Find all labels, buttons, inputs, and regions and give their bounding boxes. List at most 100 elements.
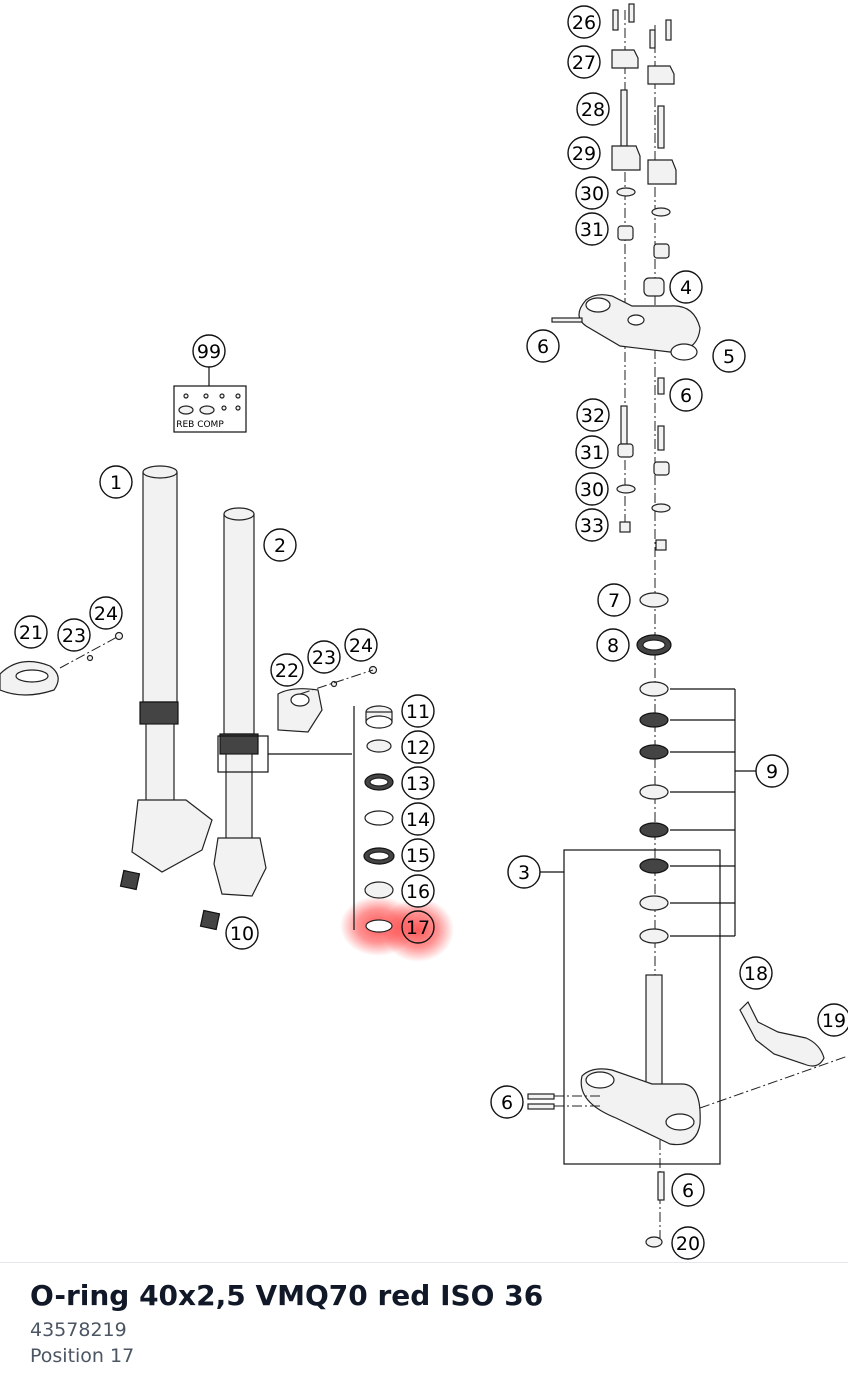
callout-number: 7 [608,590,620,612]
callout-20[interactable]: 20 [671,1226,705,1260]
callout-30[interactable]: 30 [575,472,609,506]
callout-15[interactable]: 15 [401,838,435,872]
callout-24[interactable]: 24 [344,628,378,662]
callout-31[interactable]: 31 [575,212,609,246]
callout-circle [596,628,630,662]
callout-circle [669,270,703,304]
callout-circle [526,329,560,363]
callout-number: 24 [94,603,118,625]
callout-circle [89,596,123,630]
callout-number: 16 [406,881,430,903]
callout-17[interactable]: 17 [401,910,435,944]
callout-circle [14,615,48,649]
callout-circle [401,766,435,800]
callout-23[interactable]: 23 [307,640,341,674]
callout-9[interactable]: 9 [755,754,789,788]
callout-circle [270,653,304,687]
callout-circle [575,508,609,542]
callout-7[interactable]: 7 [597,583,631,617]
callout-number: 2 [274,535,286,557]
selected-part-highlight [340,896,454,962]
callout-16[interactable]: 16 [401,874,435,908]
callout-circle [490,1085,524,1119]
callout-24[interactable]: 24 [89,596,123,630]
callout-number: 6 [680,385,692,407]
callout-circle [401,838,435,872]
callout-number: 30 [580,479,604,501]
callout-11[interactable]: 11 [401,694,435,728]
callout-6[interactable]: 6 [490,1085,524,1119]
callout-22[interactable]: 22 [270,653,304,687]
callout-30[interactable]: 30 [575,176,609,210]
callout-31[interactable]: 31 [575,435,609,469]
callout-circle [401,694,435,728]
callout-6[interactable]: 6 [669,378,703,412]
callout-number: 5 [723,346,735,368]
callout-circle [575,212,609,246]
callout-circle [739,956,773,990]
callout-circle [817,1003,848,1037]
callout-8[interactable]: 8 [596,628,630,662]
callout-1[interactable]: 1 [99,465,133,499]
callout-33[interactable]: 33 [575,508,609,542]
leader-lines-9 [540,688,756,937]
callout-12[interactable]: 12 [401,730,435,764]
callout-circle [575,176,609,210]
callout-10[interactable]: 10 [225,916,259,950]
callout-circle [671,1226,705,1260]
callout-number: 20 [676,1233,700,1255]
callout-number: 23 [62,625,86,647]
callout-5[interactable]: 5 [712,339,746,373]
callout-number: 15 [406,845,430,867]
callout-number: 23 [312,647,336,669]
callout-27[interactable]: 27 [567,45,601,79]
callout-circle [307,640,341,674]
callout-18[interactable]: 18 [739,956,773,990]
callout-14[interactable]: 14 [401,802,435,836]
callout-number: 22 [275,660,299,682]
callout-19[interactable]: 19 [817,1003,848,1037]
callout-circle [575,472,609,506]
callout-circle [401,874,435,908]
callout-circle [597,583,631,617]
callout-number: 32 [581,405,605,427]
callout-4[interactable]: 4 [669,270,703,304]
callout-number: 99 [197,341,221,363]
callout-13[interactable]: 13 [401,766,435,800]
callout-circle [576,92,610,126]
callout-number: 4 [680,277,692,299]
callout-number: 24 [349,635,373,657]
callout-number: 12 [406,737,430,759]
callout-number: 31 [580,442,604,464]
callout-number: 27 [572,52,596,74]
callout-number: 28 [581,99,605,121]
callout-circle [567,5,601,39]
callout-6[interactable]: 6 [526,329,560,363]
callout-23[interactable]: 23 [57,618,91,652]
callout-26[interactable]: 26 [567,5,601,39]
callout-28[interactable]: 28 [576,92,610,126]
callout-32[interactable]: 32 [576,398,610,432]
callout-number: 33 [580,515,604,537]
callout-number: 1 [110,472,122,494]
callout-3[interactable]: 3 [507,855,541,889]
callout-circle [401,910,435,944]
callout-circle [401,730,435,764]
callout-number: 26 [572,12,596,34]
callout-29[interactable]: 29 [567,136,601,170]
callout-number: 9 [766,761,778,783]
callout-number: 29 [572,143,596,165]
callout-number: 13 [406,773,430,795]
callout-circle [567,45,601,79]
callout-number: 11 [406,701,430,723]
callout-number: 18 [744,963,768,985]
exploded-parts-diagram: REB COMP 2627282930314656323130339912212… [0,3,848,1260]
seal-kit-parts [353,705,395,933]
callout-21[interactable]: 21 [14,615,48,649]
callout-circle [401,802,435,836]
callout-99[interactable]: 99 [192,334,226,368]
callout-number: 6 [537,336,549,358]
callout-6[interactable]: 6 [671,1173,705,1207]
callout-2[interactable]: 2 [263,528,297,562]
